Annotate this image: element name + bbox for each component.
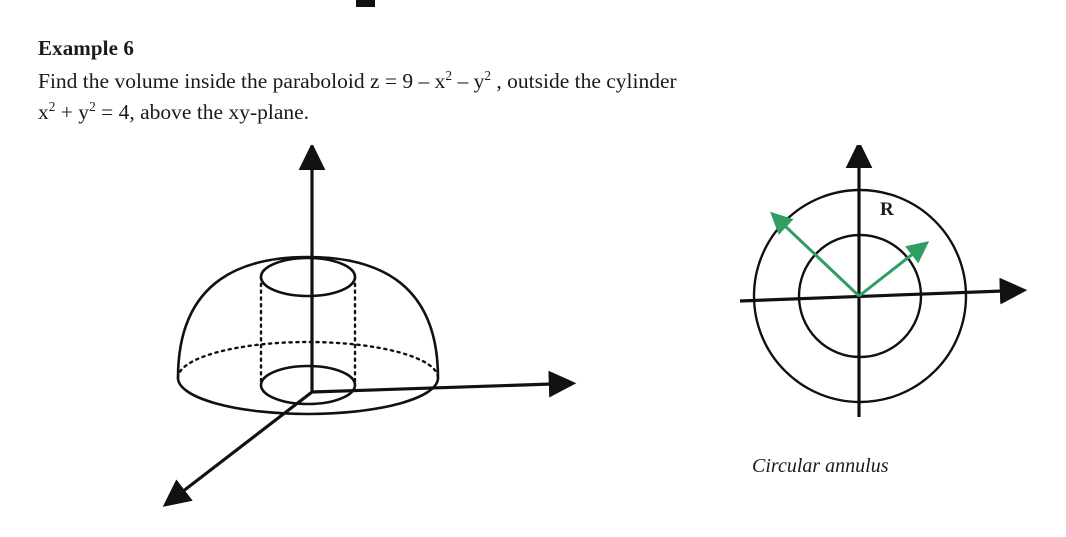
problem-statement: Find the volume inside the paraboloid z … [38,66,758,127]
region-label-R: R [880,199,894,220]
annulus-caption: Circular annulus [752,455,889,477]
problem-line1-post: , outside the cylinder [491,69,677,93]
inner-radius-arrow [858,241,930,298]
dome-base-back-rim [176,340,440,380]
annulus-figure [739,145,1028,417]
x-axis [162,390,313,507]
clipped-text-artifact [356,0,375,7]
cylinder-top-ellipse [259,256,357,298]
problem-line1-exp2: 2 [484,67,492,83]
annulus-x-axis [739,277,1028,305]
page-title: Example 6 [38,36,134,60]
problem-line2-x: x [38,99,49,124]
y-axis [311,370,577,398]
problem-line2-exp2: 2 [89,98,96,114]
paraboloid-figure [162,145,577,507]
outer-radius-arrow [770,211,861,298]
paraboloid-dome-outline [176,255,440,379]
dome-base-front-rim [176,377,440,416]
problem-line2-post: = 4, above the xy-plane. [95,99,310,124]
problem-line1-mid: – y [452,69,485,93]
problem-line1-pre: Find the volume inside the paraboloid z … [38,69,446,93]
problem-line1-exp1: 2 [445,67,453,83]
problem-line2-plus: + y [55,99,90,124]
cylinder-bottom-ellipse [259,364,357,406]
problem-line2-exp1: 2 [48,98,56,114]
